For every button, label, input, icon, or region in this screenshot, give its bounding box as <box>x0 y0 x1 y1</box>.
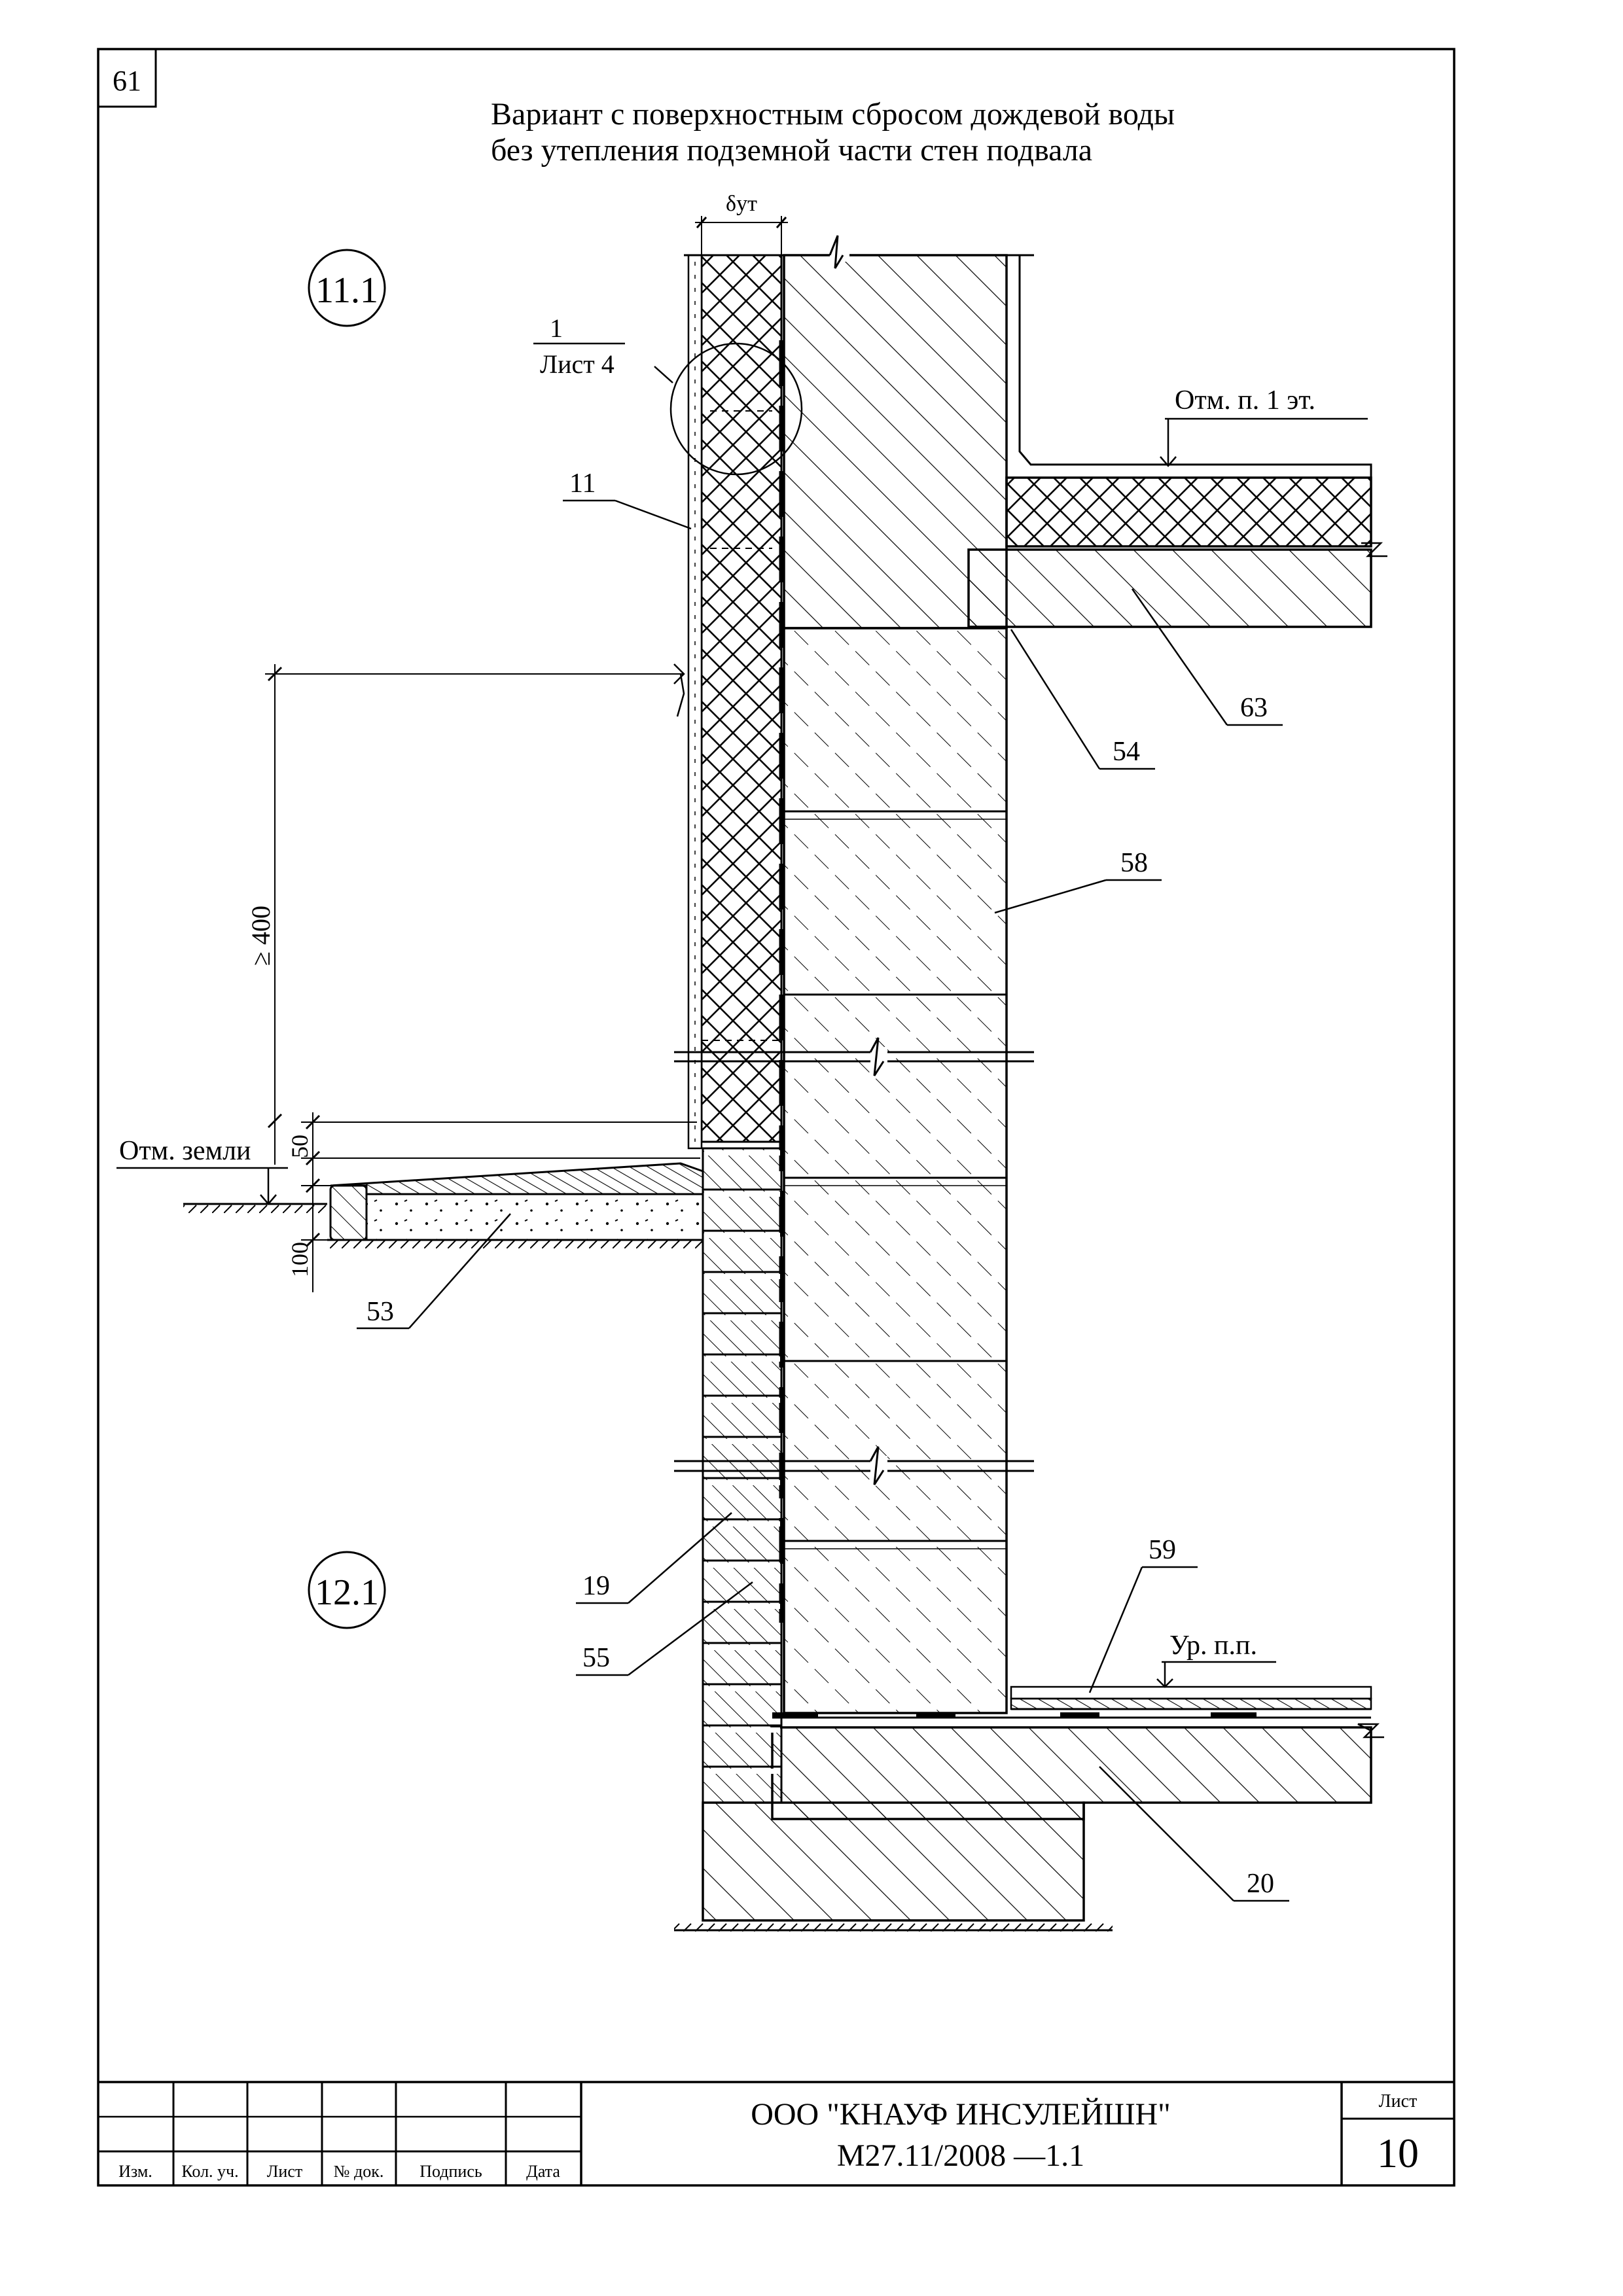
break-line-lower <box>674 1446 1034 1485</box>
first-floor-slab <box>967 542 1387 628</box>
insulation-thickness-label: δут <box>726 192 757 216</box>
min-height-label: ≥ 400 <box>246 906 276 966</box>
brick-facing <box>702 1147 783 1804</box>
brick-mortar <box>704 1563 780 1568</box>
brick-mortar <box>704 1769 780 1774</box>
leader-11-label: 11 <box>569 468 596 499</box>
level-ground-label: Отм. земли <box>119 1136 251 1166</box>
brick-mortar <box>704 1150 780 1156</box>
brick-mortar <box>704 1521 780 1527</box>
level-basement-floor-label: Ур. п.п. <box>1169 1631 1257 1661</box>
sheet-number: 10 <box>1377 2130 1419 2176</box>
basement-floor-slab <box>771 1723 1384 1820</box>
leader-53-label: 53 <box>366 1297 394 1327</box>
title-block-columns: Изм. Кол. уч. Лист № док. Подпись Дата <box>118 2162 560 2181</box>
brick-mortar <box>704 1233 780 1238</box>
col-date: Дата <box>526 2162 560 2181</box>
brick-mortar <box>704 1439 780 1444</box>
block-wall <box>783 627 1008 1714</box>
brick-mortar <box>704 1604 780 1609</box>
brick-mortar <box>704 1356 780 1362</box>
company-name: ООО "КНАУФ ИНСУЛЕЙШН" <box>751 2097 1171 2132</box>
basement-floor-finish <box>1010 1686 1372 1710</box>
detail-reference: 1 Лист 4 <box>533 313 803 549</box>
level-first-floor: Отм. п. 1 эт. <box>1160 385 1368 467</box>
title-line-2: без утепления подземной части стен подва… <box>491 133 1092 168</box>
brick-mortar <box>704 1686 780 1691</box>
leader-59-label: 59 <box>1149 1535 1176 1565</box>
leader-20: 20 <box>1099 1766 1289 1902</box>
facade-insulation <box>700 254 783 1143</box>
level-first-floor-label: Отм. п. 1 эт. <box>1175 385 1315 415</box>
col-doc-number: № док. <box>334 2162 384 2181</box>
break-line-top <box>684 235 1034 269</box>
first-floor-insulation <box>1005 254 1372 548</box>
blind-area <box>329 1162 704 1241</box>
callout-upper: 11.1 <box>308 249 386 327</box>
brick-mortar <box>704 1274 780 1279</box>
sheet-label: Лист <box>1379 2091 1418 2111</box>
callout-lower: 12.1 <box>308 1551 386 1629</box>
min-height-dimension: ≥ 400 <box>246 663 685 1165</box>
leader-59: 59 <box>1088 1535 1198 1693</box>
callout-lower-label: 12.1 <box>315 1572 379 1613</box>
leader-11: 11 <box>563 468 692 530</box>
leader-63: 63 <box>1131 588 1283 726</box>
leader-54-label: 54 <box>1113 737 1140 767</box>
leader-63-label: 63 <box>1240 693 1268 723</box>
leader-54: 54 <box>1010 629 1155 770</box>
foundation-footing <box>674 1801 1113 1934</box>
col-izm: Изм. <box>118 2162 152 2181</box>
leader-58-label: 58 <box>1120 848 1148 878</box>
sheet-frame <box>97 48 1455 2187</box>
brick-mortar <box>704 1645 780 1650</box>
col-list: Лист <box>267 2162 302 2181</box>
document-code: М27.11/2008 —1.1 <box>837 2138 1084 2173</box>
brick-mortar <box>704 1727 780 1733</box>
leader-55-label: 55 <box>582 1643 610 1673</box>
floor-waterproofing <box>772 1712 1371 1719</box>
leader-58: 58 <box>994 848 1162 914</box>
gap-label: 50 <box>287 1135 313 1158</box>
level-basement-floor: Ур. п.п. <box>1156 1631 1276 1688</box>
leader-55: 55 <box>576 1581 753 1676</box>
leader-19: 19 <box>576 1512 732 1604</box>
brick-mortar <box>704 1480 780 1485</box>
title-block <box>98 2081 1454 2185</box>
leader-19-label: 19 <box>582 1571 610 1601</box>
brick-mortar <box>704 1398 780 1403</box>
brick-mortar <box>704 1192 780 1197</box>
leader-53: 53 <box>357 1213 511 1330</box>
detail-ref-sheet: Лист 4 <box>540 349 615 379</box>
blind-area-thickness-label: 100 <box>287 1242 313 1277</box>
gap-dimension: 50 100 <box>287 1112 700 1292</box>
break-line-upper <box>674 1037 1034 1076</box>
level-ground: Отм. земли <box>116 1136 288 1205</box>
corner-number: 61 <box>113 65 141 97</box>
col-signature: Подпись <box>419 2162 482 2181</box>
callout-upper-label: 11.1 <box>315 270 378 311</box>
col-kol-uch: Кол. уч. <box>181 2162 238 2181</box>
leader-20-label: 20 <box>1247 1869 1274 1899</box>
brick-mortar <box>704 1315 780 1320</box>
detail-ref-number: 1 <box>550 313 563 343</box>
plaster-layer <box>687 254 703 1150</box>
title-line-1: Вариант с поверхностным сбросом дождевой… <box>491 97 1175 132</box>
insulation-thickness-dimension <box>695 216 788 258</box>
